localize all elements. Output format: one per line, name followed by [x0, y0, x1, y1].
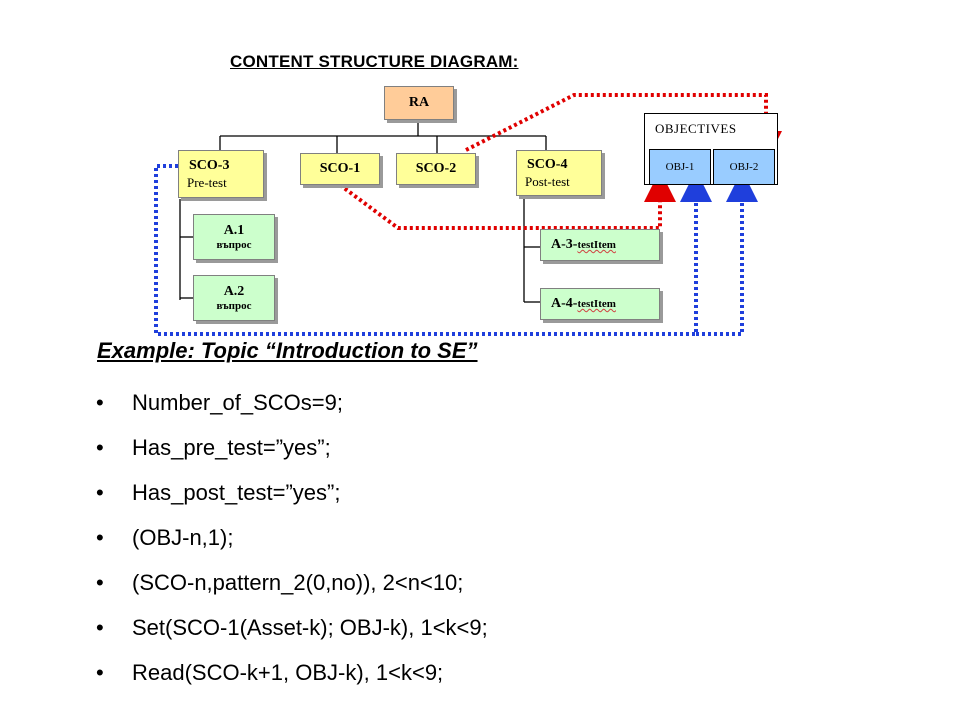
obj1-label: OBJ-1	[665, 161, 695, 173]
a3-label: A-3-	[551, 237, 578, 252]
list-item: Number_of_SCOs=9;	[96, 380, 488, 425]
a2-sublabel: въпрос	[216, 299, 252, 312]
sco1-label: SCO-1	[319, 161, 361, 176]
diagram-title: CONTENT STRUCTURE DIAGRAM:	[230, 52, 519, 71]
list-item: Has_pre_test=”yes”;	[96, 425, 488, 470]
list-item: (SCO-n,pattern_2(0,no)), 2<n<10;	[96, 560, 488, 605]
red-link-sco1	[338, 170, 676, 230]
objectives-label: OBJECTIVES	[655, 121, 737, 136]
sco4-label: SCO-4	[527, 156, 568, 172]
list-item: Read(SCO-k+1, OBJ-k), 1<k<9;	[96, 650, 488, 695]
example-heading: Example: Topic “Introduction to SE”	[97, 338, 478, 363]
sco2-box: SCO-2	[396, 153, 476, 185]
blue-link-obj2	[696, 170, 758, 336]
a4-sublabel: testItem	[577, 298, 616, 310]
ra-label: RA	[408, 95, 430, 110]
sco3-box: SCO-3 Pre-test	[178, 150, 264, 198]
sco4-sublabel: Post-test	[525, 173, 570, 189]
example-list: Number_of_SCOs=9; Has_pre_test=”yes”; Ha…	[96, 380, 488, 695]
list-item: Has_post_test=”yes”;	[96, 470, 488, 515]
sco3-label: SCO-3	[189, 157, 230, 173]
a1-sublabel: въпрос	[216, 238, 252, 251]
a4-label: A-4-	[551, 296, 578, 311]
ra-box: RA	[384, 86, 454, 120]
obj2-box: OBJ-2	[713, 149, 775, 185]
obj2-label: OBJ-2	[729, 161, 759, 173]
sco1-box: SCO-1	[300, 153, 380, 185]
red-link-sco2	[465, 93, 782, 163]
tree-lines	[179, 120, 547, 303]
sco3-sublabel: Pre-test	[187, 174, 227, 190]
a2-label: A.2	[223, 283, 245, 299]
a1-label: A.1	[223, 222, 245, 238]
a3-sublabel: testItem	[577, 239, 616, 251]
a1-box: A.1 въпрос	[193, 214, 275, 260]
a4-box: A-4-testItem	[540, 288, 660, 320]
sco2-label: SCO-2	[415, 161, 457, 176]
blue-link-sco3	[154, 164, 712, 336]
obj1-box: OBJ-1	[649, 149, 711, 185]
list-item: (OBJ-n,1);	[96, 515, 488, 560]
objectives-box: OBJECTIVES OBJ-1 OBJ-2	[644, 113, 778, 185]
a2-box: A.2 въпрос	[193, 275, 275, 321]
sco4-box: SCO-4 Post-test	[516, 150, 602, 196]
a3-box: A-3-testItem	[540, 229, 660, 261]
list-item: Set(SCO-1(Asset-k); OBJ-k), 1<k<9;	[96, 605, 488, 650]
